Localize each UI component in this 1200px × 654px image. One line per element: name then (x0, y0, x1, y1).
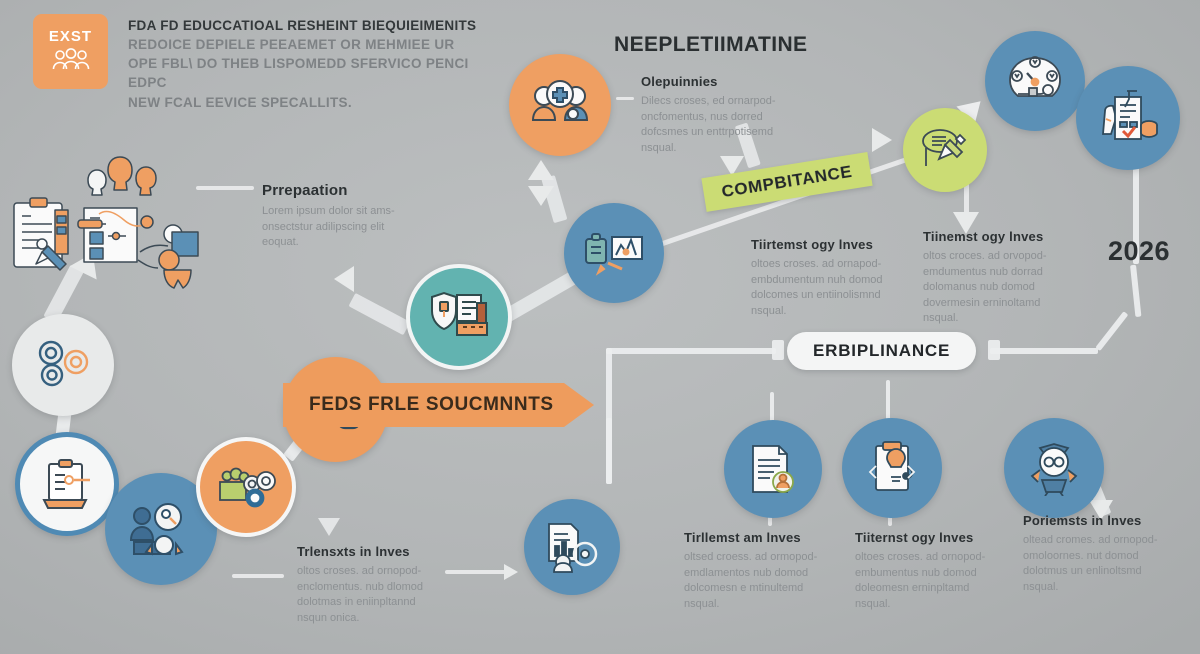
banner-orange-label: FEDS FRLE SOUCMNNTS (309, 394, 554, 415)
text-body: oltead cromes. ad ornopod- omoloornes. n… (1023, 534, 1158, 593)
node-gears-gray[interactable] (12, 314, 114, 416)
text-block-preparation: Prrepaation Lorem ipsum dolor sit ams- o… (262, 182, 437, 251)
node-clipboard-check[interactable] (15, 432, 119, 536)
connector-green-to-timeline (964, 170, 969, 218)
arrow-head-to-pencil-node (872, 128, 892, 152)
header-text: FDA FD EDUCCATIOAL RESHEINT BIEQUIEIMENI… (128, 16, 488, 112)
connector-right-vertical (1133, 128, 1139, 264)
document-person-icon (745, 442, 801, 496)
header-line-4: NEW FCAL EEVICE SPECALLITS. (128, 94, 352, 110)
header-line-1: FDA FD EDUCCATIOAL RESHEINT BIEQUIEIMENI… (128, 18, 477, 33)
text-block-bottom-left: Trlensxts in lnves oltos croses. ad orno… (297, 544, 475, 626)
text-block-bottom-mid-2: Tiiternst ogy lnves oltoes croses. ad or… (855, 530, 1025, 612)
connector-text-to-reportpeople (445, 570, 507, 574)
clipboard-edit-icon (38, 456, 96, 512)
gears-icon (32, 337, 94, 393)
connector-docperson-down (768, 512, 772, 526)
node-report-people[interactable] (524, 499, 620, 595)
node-team-gears-orange[interactable] (196, 437, 296, 537)
arrow-head-compliance-down (720, 156, 744, 176)
text-heading: Poriemsts in lnves (1023, 513, 1142, 528)
shield-doc-icon (427, 291, 491, 343)
header-line-3: OPE FBL\ DO THEB LISPOMEDD SFERVICO PENC… (128, 56, 469, 91)
connector-pill-bus-vertical (606, 348, 612, 484)
connector-teal-to-monitor (501, 270, 578, 324)
node-medical-team[interactable] (509, 54, 611, 156)
medical-people-icon (529, 78, 591, 132)
text-body: oltos croses. ad ornopod- enclomentus. n… (297, 565, 423, 624)
text-body: oltoes croses. ad ornopod- embumentus nu… (855, 551, 986, 610)
connector-left-to-pill (606, 348, 776, 354)
node-pencil-note-green[interactable] (903, 108, 987, 192)
connector-clipboardidea-down (888, 512, 892, 526)
text-body: oltoes croses. ad ornapod- embdumentum n… (751, 258, 883, 317)
text-body: Dilecs croses, ed ornarpod- oncfomentus,… (641, 95, 776, 154)
text-block-bottom-mid-1: Tirllemst am lnves oltsed croess. ad orm… (684, 530, 859, 612)
node-specialist[interactable] (1004, 418, 1104, 518)
report-people-icon (543, 520, 601, 574)
text-body: Lorem ipsum dolor sit ams- onsectstur ad… (262, 205, 395, 249)
clock-gauge-icon (1004, 54, 1066, 108)
section-heading-implementation: NEEPLETIIMATINE (614, 33, 808, 56)
team-search-icon (128, 500, 194, 558)
header-badge-label: EXST (48, 28, 93, 45)
text-heading: Tiinemst ogy lnves (923, 229, 1044, 244)
arrow-head-reportpeople (504, 564, 518, 580)
text-heading: Prrepaation (262, 182, 348, 199)
planning-illustration (4, 156, 234, 301)
clipboard-bulb-icon (863, 440, 921, 496)
connector-preparation-lead (196, 186, 254, 190)
node-clock-process[interactable] (985, 31, 1085, 131)
text-heading: Trlensxts in lnves (297, 544, 410, 559)
connector-pill-branch-left (770, 392, 774, 422)
chip-erbiplinance-label: ERBIPLINANCE (813, 341, 951, 360)
arrow-head-medicalteam-up (528, 160, 554, 180)
banner-orange-arrow[interactable]: FEDS FRLE SOUCMNNTS (283, 383, 594, 427)
arrow-head-specialist-down (1089, 500, 1113, 520)
banner-orange-body: FEDS FRLE SOUCMNNTS (283, 383, 564, 427)
connector-teal-to-preparation (348, 292, 411, 336)
text-heading: Tiirtemst ogy lnves (751, 237, 874, 252)
connector-banner-vertical-left (606, 418, 612, 484)
connector-chip-right-of-pill (988, 340, 1000, 360)
monitor-chart-icon (582, 229, 646, 277)
text-block-compliance-detail: Tiirtemst ogy lnves oltoes croses. ad or… (751, 237, 926, 319)
pencil-note-icon (918, 126, 972, 174)
banner-orange-tip (563, 383, 594, 427)
node-doc-person[interactable] (724, 420, 822, 518)
node-team-review[interactable] (105, 473, 217, 585)
connector-right-curve-a (1130, 264, 1142, 318)
arrow-head-monitor-down (528, 186, 554, 206)
flask-report-icon (1097, 89, 1159, 147)
arrow-head-bottomleft-down (318, 518, 340, 536)
text-heading: Tiiternst ogy lnves (855, 530, 974, 545)
text-body: oltos croces. ad orvopod- emdumentus nub… (923, 250, 1047, 325)
arrow-head-preparation (334, 266, 354, 292)
connector-teamreview-dash (232, 574, 284, 578)
node-clipboard-idea[interactable] (842, 418, 942, 518)
text-heading: Tirllemst am lnves (684, 530, 801, 545)
arrow-head-timeline-down (953, 212, 979, 234)
specialist-icon (1024, 440, 1084, 496)
header-badge: EXST (33, 14, 108, 89)
text-heading: Olepuinnies (641, 74, 718, 89)
connector-right-to-pill (990, 348, 1098, 354)
header-line-2: REDOICE DEPIELE PEEAEMET OR MEHMIEE UR (128, 37, 455, 53)
text-body: oltsed croess. ad ormopod- emdlamentos n… (684, 551, 818, 610)
node-lab-report[interactable] (1076, 66, 1180, 170)
node-monitor-analysis[interactable] (564, 203, 664, 303)
text-block-opportunities: Olepuinnies Dilecs croses, ed ornarpod- … (641, 74, 811, 156)
text-block-timeline-detail: Tiinemst ogy lnves oltos croces. ad orvo… (923, 229, 1098, 327)
people-group-icon (51, 48, 91, 75)
connector-right-curve-b (1095, 311, 1129, 352)
text-block-bottom-right: Poriemsts in lnves oltead cromes. ad orn… (1023, 513, 1191, 595)
people-gears-icon (216, 462, 276, 512)
year-label-2026: 2026 (1108, 236, 1171, 266)
chip-erbiplinance[interactable]: ERBIPLINANCE (787, 332, 977, 370)
connector-opportunities-dash (616, 97, 634, 100)
connector-chip-left-of-pill (772, 340, 784, 360)
node-security-docs[interactable] (406, 264, 512, 370)
connector-pill-stem (886, 380, 890, 422)
